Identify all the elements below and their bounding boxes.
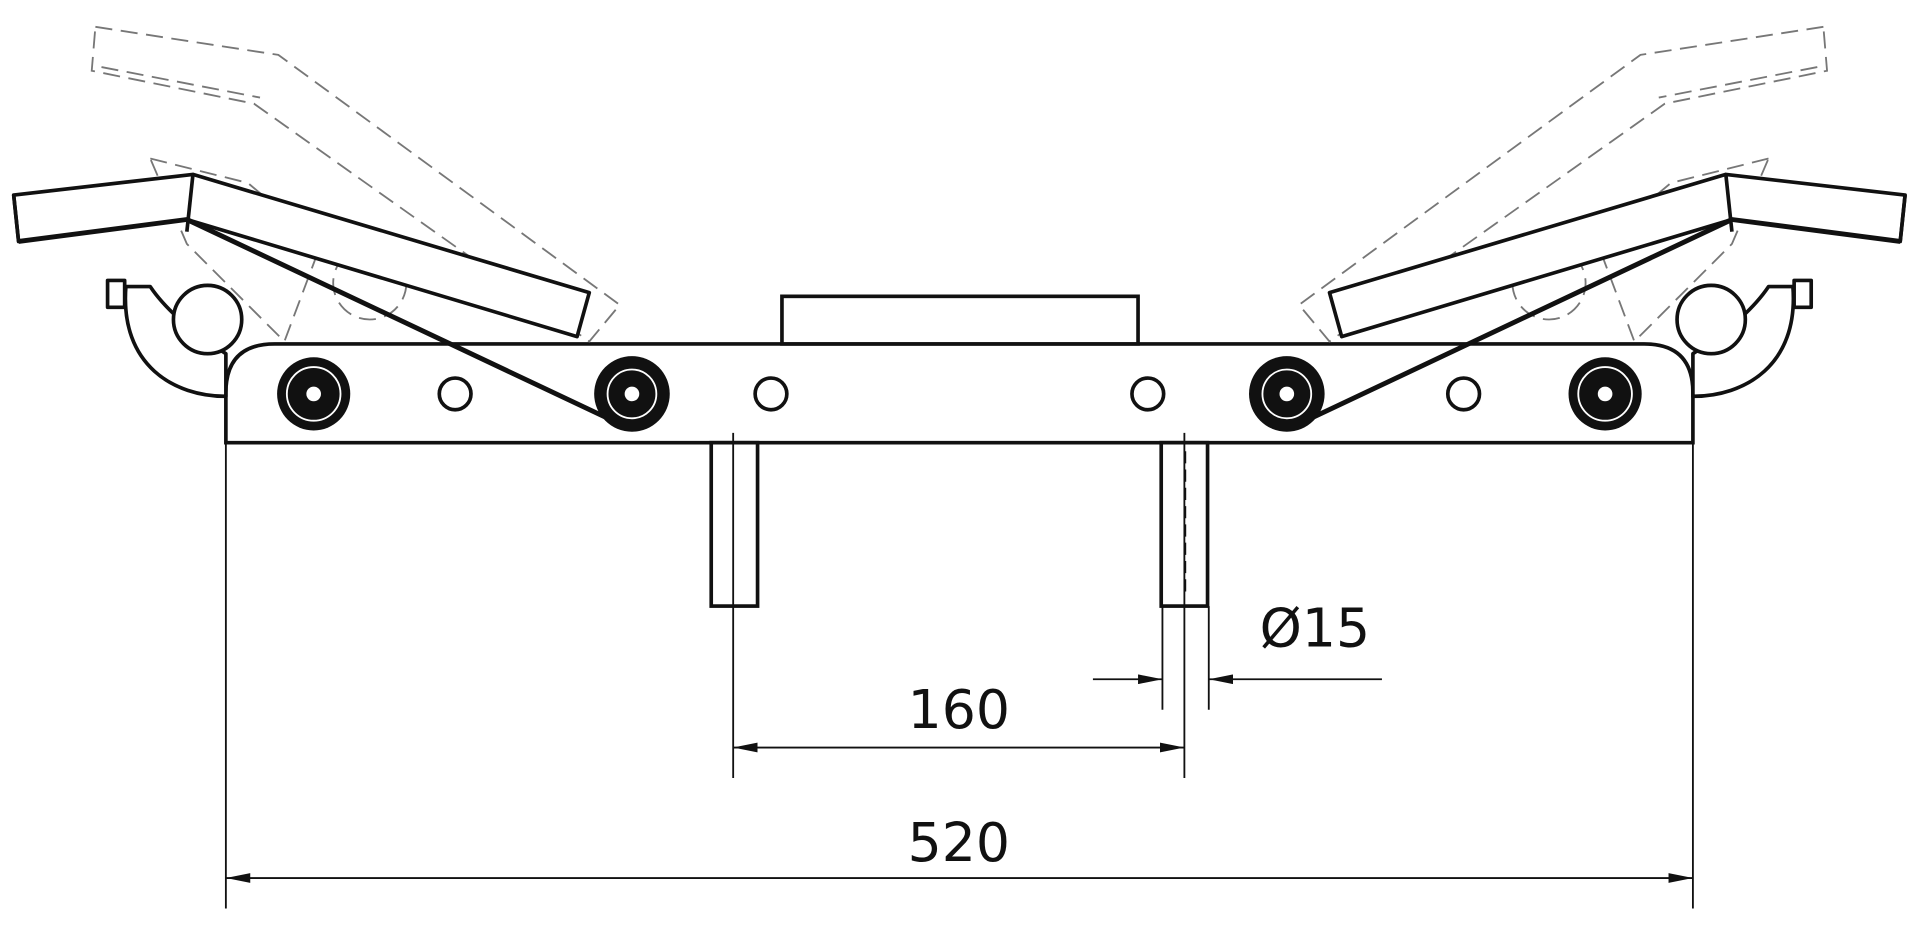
- dimension-label-520: 520: [908, 811, 1010, 874]
- extension-lines: [224, 432, 1694, 909]
- top-block: [780, 294, 1140, 346]
- right-half: [1132, 27, 1905, 606]
- dimension-label-diameter: Ø15: [1260, 596, 1370, 659]
- dimension-label-160: 160: [908, 678, 1010, 741]
- left-half: [14, 27, 787, 606]
